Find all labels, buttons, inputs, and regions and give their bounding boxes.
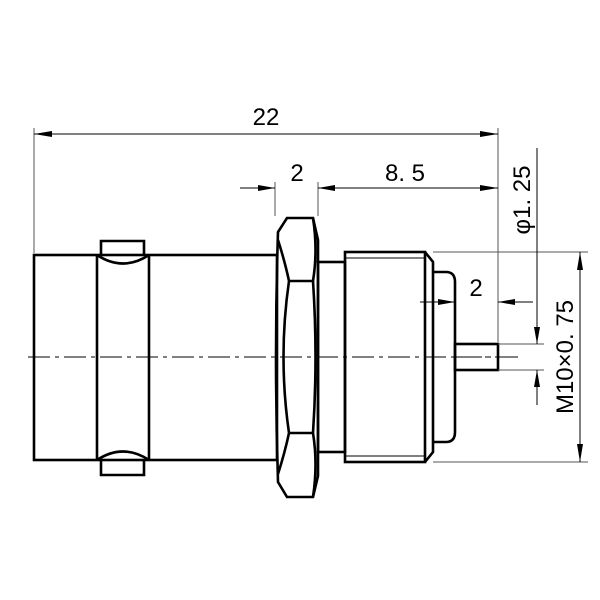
bayonet-ring [95, 239, 151, 477]
dim-overall-length-label: 22 [253, 104, 280, 131]
dim-pin-diameter: φ1. 25 [509, 148, 540, 405]
contact-pin [453, 342, 505, 372]
hex-nut [274, 216, 320, 499]
dim-nut-width: 2 [240, 160, 335, 191]
dim-thread-to-end: 8. 5 [318, 160, 498, 191]
dim-nut-width-label: 2 [290, 160, 303, 187]
dim-thread-spec: M10×0. 75 [552, 252, 583, 462]
dim-pin-diameter-label: φ1. 25 [509, 166, 536, 235]
dim-pin-length: 2 [420, 275, 533, 305]
dim-overall-length: 22 [34, 104, 498, 137]
dim-thread-to-end-label: 8. 5 [385, 160, 425, 187]
threaded-shank [316, 250, 435, 464]
extension-lines [33, 128, 588, 463]
dim-pin-length-label: 2 [469, 275, 482, 302]
dim-thread-spec-label: M10×0. 75 [552, 300, 579, 414]
